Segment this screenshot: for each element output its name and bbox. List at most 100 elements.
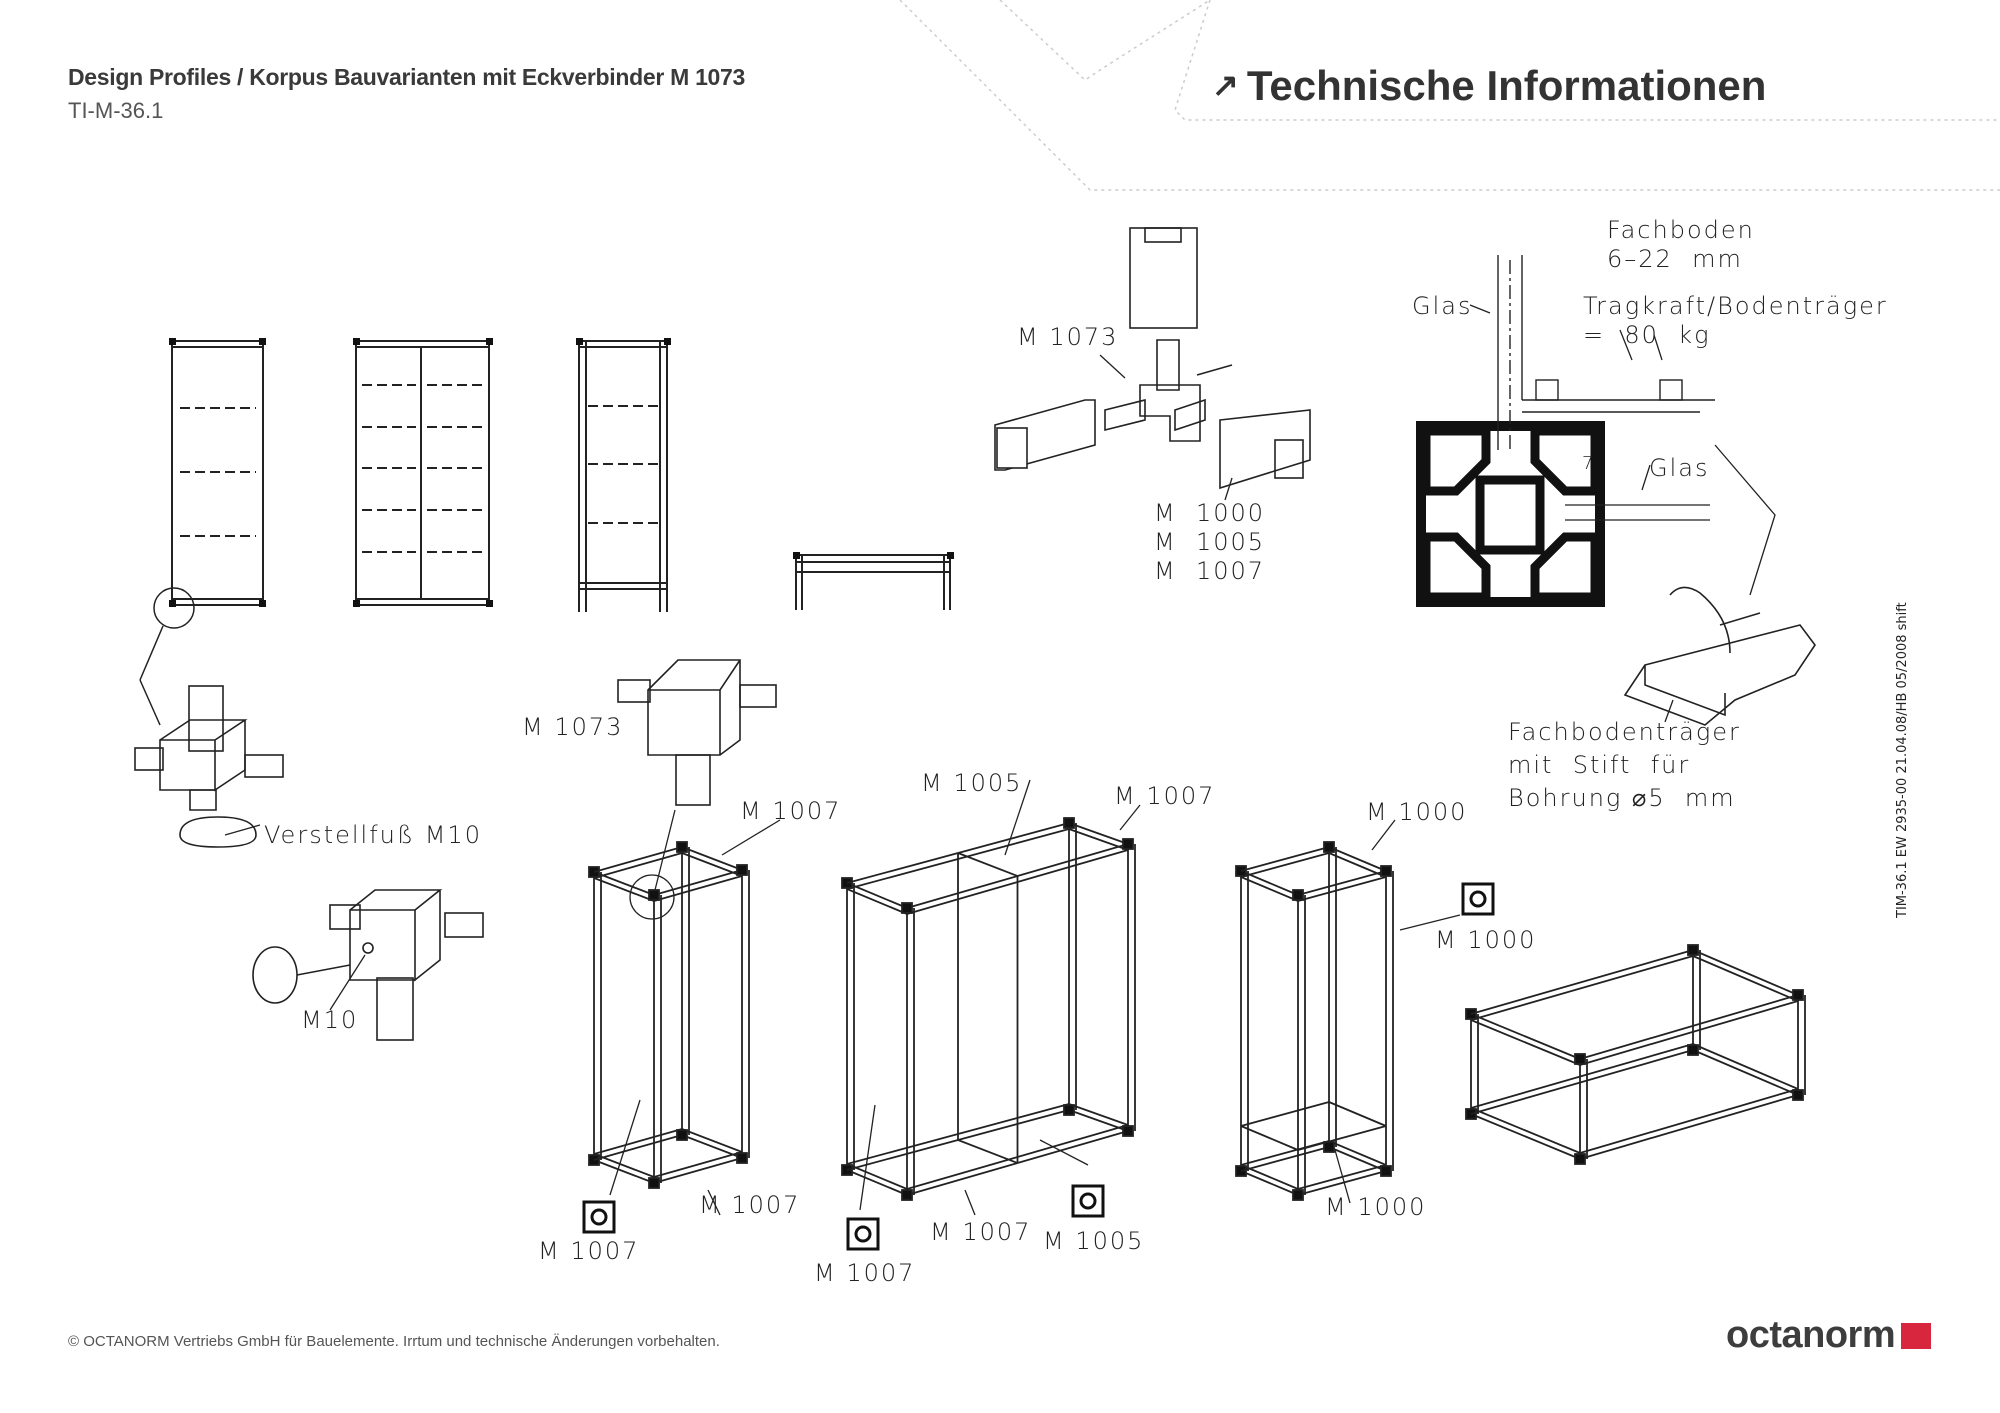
frame-profile <box>593 852 683 879</box>
corner-connectors <box>169 338 954 607</box>
frame-profile <box>1240 1101 1330 1127</box>
label-m1000-c: M 1000 <box>1325 1193 1427 1221</box>
label-fachbodentraeger: Fachbodenträger mit Stift für Bohrung ⌀5… <box>1508 718 1741 812</box>
label-m1073-mid: M 1073 <box>522 713 624 741</box>
section-heading: ↗Technische Informationen <box>1212 62 1766 110</box>
octanorm-logo: octanorm <box>1726 1314 1932 1357</box>
frame-profile <box>1328 1146 1387 1172</box>
frame-profile <box>1579 994 1799 1060</box>
frame-profile <box>681 852 743 877</box>
frame-profile <box>1068 1109 1129 1132</box>
frame-profile <box>1579 1088 1799 1154</box>
corner-connector <box>1687 1044 1699 1056</box>
frame-table <box>1465 944 1806 1165</box>
frame-profile <box>1328 852 1387 878</box>
elevation-shelf-1 <box>139 340 264 726</box>
label-m1007-f: M 1007 <box>814 1259 916 1287</box>
foot-connector <box>134 685 484 1041</box>
corner-connector <box>648 1177 660 1189</box>
label-verstellfuss: Verstellfuß M10 <box>264 821 482 849</box>
corner-connector <box>1292 1189 1304 1201</box>
frame-profile <box>1470 949 1694 1015</box>
frame-profile <box>1240 852 1330 878</box>
frame-profile <box>1068 828 1129 851</box>
frame-profile <box>1328 846 1387 872</box>
corner-connector <box>1380 865 1392 877</box>
corner-connector <box>1792 989 1804 1001</box>
corner-connector <box>1292 889 1304 901</box>
frame-profile <box>1579 1000 1799 1066</box>
label-profiles-list: M 1000 M 1005 M 1007 <box>1154 499 1266 585</box>
frame-profile <box>593 1128 683 1155</box>
corner-connector <box>648 889 660 901</box>
shelf-support <box>1623 586 1816 726</box>
frame-profile <box>1692 1043 1799 1090</box>
elevation-shelf-3 <box>578 340 668 612</box>
corner-connector <box>1063 1104 1075 1116</box>
frame-profile <box>653 1157 743 1184</box>
document-id: TI-M-36.1 <box>68 98 164 123</box>
label-fachboden: Fachboden 6–22 mm <box>1607 216 1755 273</box>
label-m1005-b: M 1005 <box>1043 1227 1145 1255</box>
label-m1005-a: M 1005 <box>921 769 1023 797</box>
frame-stand <box>1235 841 1394 1201</box>
label-m10: M10 <box>301 1006 359 1034</box>
frame-profile <box>681 1134 743 1159</box>
frame-profile <box>1297 870 1387 896</box>
label-m1007-b: M 1007 <box>1114 782 1216 810</box>
section-title: Technische Informationen <box>1246 62 1767 109</box>
frame-profile <box>1470 1043 1694 1109</box>
frame-profile <box>653 1151 743 1178</box>
header-decoration <box>899 0 2000 191</box>
frame-profile <box>1240 876 1299 902</box>
frame-profile <box>653 875 743 902</box>
label-m1007-a: M 1007 <box>740 797 842 825</box>
corner-connector <box>1063 817 1075 829</box>
label-glas-side: Glas <box>1649 454 1710 482</box>
dimension-7: 7 <box>1582 453 1596 474</box>
label-m1007-e: M 1007 <box>930 1218 1032 1246</box>
frame-profile <box>1579 1094 1799 1160</box>
frame-profile <box>1240 846 1330 872</box>
frame-profile <box>957 1139 1018 1164</box>
frame-profile <box>1240 1170 1299 1196</box>
frame-profile <box>593 846 683 873</box>
frame-profile <box>1692 955 1799 1002</box>
corner-connector <box>676 841 688 853</box>
corner-connector <box>1122 1125 1134 1137</box>
frame-profile <box>1068 822 1129 845</box>
frame-double-wide <box>841 817 1136 1201</box>
frame-profile <box>1240 1146 1330 1172</box>
arrow-icon: ↗ <box>1212 67 1239 103</box>
frame-profile <box>1470 955 1694 1021</box>
profile-cross-section <box>1416 255 1776 607</box>
frame-profile <box>1692 1049 1799 1096</box>
side-note: TIM-36.1 EW 2935-00 21.04.08/HB 05/2008 … <box>1895 602 1910 918</box>
frame-profile <box>653 869 743 896</box>
frame-profile <box>1068 1103 1129 1126</box>
corner-connector <box>676 1129 688 1141</box>
exploded-corner-connector <box>994 227 1311 501</box>
corner-connector <box>1574 1053 1586 1065</box>
elevation-bench <box>795 554 951 610</box>
corner-connector <box>1574 1153 1586 1165</box>
corner-connector <box>1687 944 1699 956</box>
corner-connector <box>901 902 913 914</box>
document-title: Design Profiles / Korpus Bauvarianten mi… <box>68 64 746 90</box>
label-tragkraft: Tragkraft/Bodenträger = 80 kg <box>1583 292 1888 349</box>
frame-profile <box>1297 1125 1387 1151</box>
corner-connector <box>1122 838 1134 850</box>
frame-profile <box>846 1169 908 1196</box>
frame-assemblies <box>588 817 1806 1201</box>
corner-connector <box>1323 1141 1335 1153</box>
frame-profile <box>1328 1101 1387 1127</box>
frame-profile <box>1297 1170 1387 1196</box>
label-m1073-top: M 1073 <box>1017 323 1119 351</box>
frame-profile <box>1297 876 1387 902</box>
corner-connector <box>1323 841 1335 853</box>
frame-profile <box>1470 1107 1581 1154</box>
frame-profile <box>846 888 908 915</box>
frame-profile <box>1470 1013 1581 1060</box>
label-m1007-c: M 1007 <box>699 1191 801 1219</box>
